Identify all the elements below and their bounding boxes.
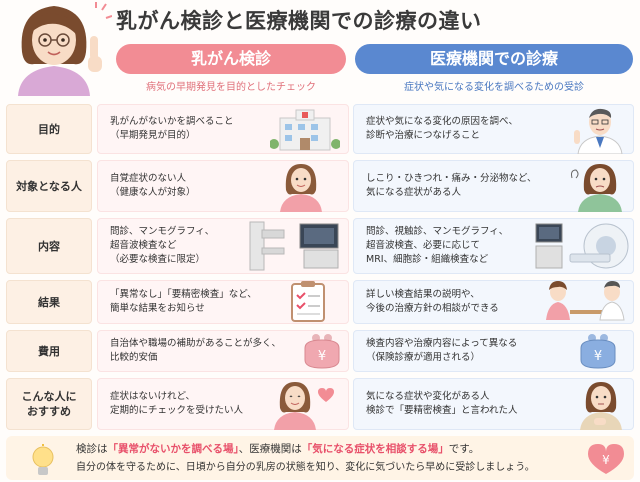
row-label-result: 結果: [6, 280, 92, 324]
row-label-cost: 費用: [6, 330, 92, 372]
clipboard-checklist-icon: [288, 280, 328, 326]
worried-woman-icon: [568, 160, 628, 216]
column-subtitle-clinical: 症状や気になる変化を調べるための受診: [404, 82, 584, 93]
yen-symbol-blue: ¥: [594, 349, 602, 364]
mammography-machine-icon: [244, 220, 344, 276]
doctor-icon: [572, 104, 628, 158]
heart-yen-icon: ¥: [586, 442, 626, 480]
cell-clinical-result: 詳しい検査結果の説明や、今後の治療方針の相談ができる: [353, 280, 634, 324]
summary-box: [6, 436, 634, 480]
summary-line-2: 自分の体を守るために、日頃から自分の乳房の状態を知り、変化に気づいたら早めに受診…: [76, 462, 535, 473]
presenter-woman-illustration: [4, 0, 113, 96]
coin-purse-icon: ¥: [302, 332, 342, 374]
heart-yen-symbol: ¥: [602, 453, 610, 467]
summary-line-1: 検診は「異常がないかを調べる場」、医療機関は「気になる症状を相談する場」です。: [76, 443, 480, 455]
coin-purse-icon-blue: ¥: [578, 332, 618, 374]
column-header-screening: 乳がん検診: [116, 44, 346, 74]
page-title: 乳がん検診と医療機関での診療の違い: [116, 9, 482, 33]
lightbulb-icon: [28, 444, 58, 482]
consultation-icon: [540, 278, 632, 328]
row-label-purpose: 目的: [6, 104, 92, 154]
yen-symbol: ¥: [318, 349, 326, 364]
mri-scanner-icon: [534, 220, 632, 276]
woman-with-heart-icon: [270, 378, 340, 434]
hospital-icon: [269, 108, 341, 156]
column-subtitle-screening: 病気の早期発見を目的としたチェック: [146, 82, 316, 93]
column-header-clinical: 医療機関での診療: [355, 44, 633, 74]
row-label-recommended: こんな人におすすめ: [6, 378, 92, 430]
row-label-content: 内容: [6, 218, 92, 274]
woman-hand-on-chest-icon: [576, 378, 626, 434]
healthy-woman-icon: [276, 160, 326, 216]
row-label-target: 対象となる人: [6, 160, 92, 212]
